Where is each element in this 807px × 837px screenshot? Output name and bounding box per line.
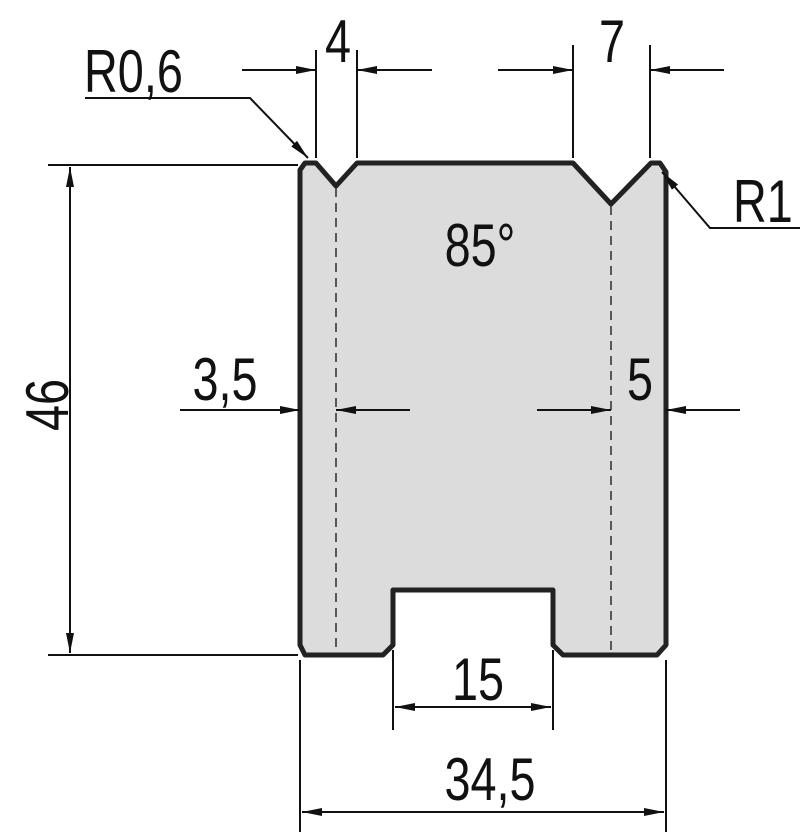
left-v-offset-dimension: 3,5 bbox=[180, 346, 410, 414]
die-body bbox=[297, 160, 669, 658]
right-v-offset-dimension: 5 bbox=[537, 346, 740, 414]
total-width-dimension: 34,5 bbox=[299, 660, 667, 832]
left-radius-callout: R0,6 bbox=[84, 38, 309, 159]
slot-width-label: 15 bbox=[452, 646, 504, 713]
height-dimension: 46 bbox=[14, 164, 298, 656]
height-label: 46 bbox=[14, 379, 81, 431]
left-radius-label: R0,6 bbox=[84, 38, 183, 105]
left-v-width-label: 4 bbox=[325, 8, 351, 75]
total-width-label: 34,5 bbox=[444, 746, 535, 813]
left-v-offset-label: 3,5 bbox=[192, 346, 257, 413]
right-v-offset-label: 5 bbox=[627, 346, 653, 413]
right-radius-label: R1 bbox=[733, 168, 793, 235]
slot-width-dimension: 15 bbox=[392, 646, 554, 730]
right-v-width-label: 7 bbox=[599, 8, 625, 75]
right-radius-callout: R1 bbox=[661, 168, 800, 235]
left-v-width-dimension: 4 bbox=[242, 8, 432, 158]
angle-label: 85° bbox=[445, 212, 516, 279]
right-v-width-dimension: 7 bbox=[498, 8, 724, 158]
